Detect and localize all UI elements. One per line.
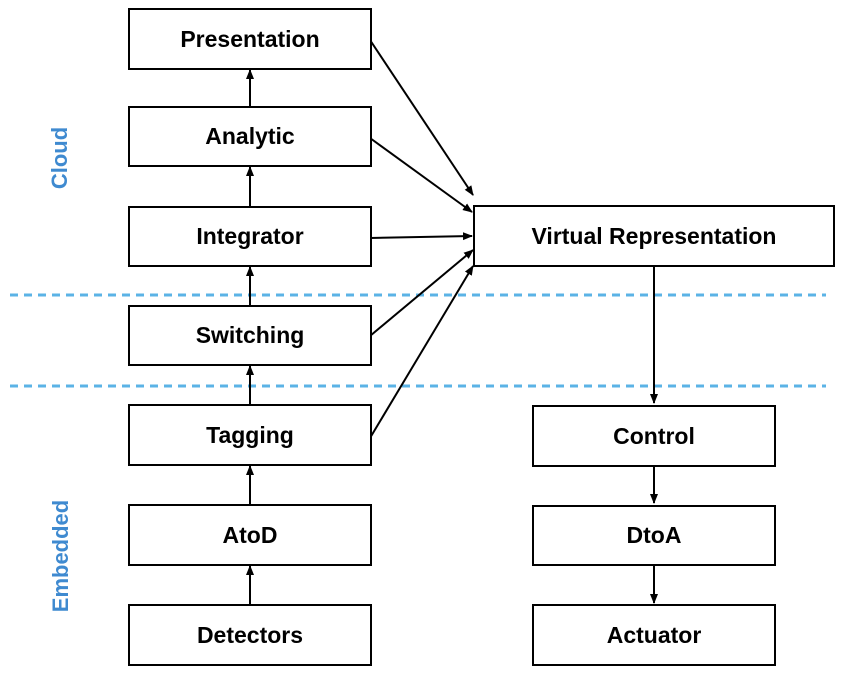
arrow-tagging-to-virtual bbox=[369, 265, 474, 439]
switching-box: Switching bbox=[128, 305, 372, 366]
arrow-integrator-to-virtual bbox=[369, 232, 473, 241]
presentation-box: Presentation bbox=[128, 8, 372, 70]
virtual-representation-box: Virtual Representation bbox=[473, 205, 835, 267]
detectors-box: Detectors bbox=[128, 604, 372, 666]
arrow-analytic-to-virtual bbox=[369, 137, 473, 213]
arrow-presentation-to-virtual bbox=[369, 39, 474, 196]
embedded-zone-label: Embedded bbox=[48, 499, 73, 613]
arrow-switching-to-virtual bbox=[369, 249, 474, 337]
dtoa-box: DtoA bbox=[532, 505, 776, 566]
integrator-box: Integrator bbox=[128, 206, 372, 267]
actuator-box: Actuator bbox=[532, 604, 776, 666]
tagging-box: Tagging bbox=[128, 404, 372, 466]
analytic-box: Analytic bbox=[128, 106, 372, 167]
control-box: Control bbox=[532, 405, 776, 467]
atod-box: AtoD bbox=[128, 504, 372, 566]
cloud-zone-label: Cloud bbox=[47, 126, 72, 190]
